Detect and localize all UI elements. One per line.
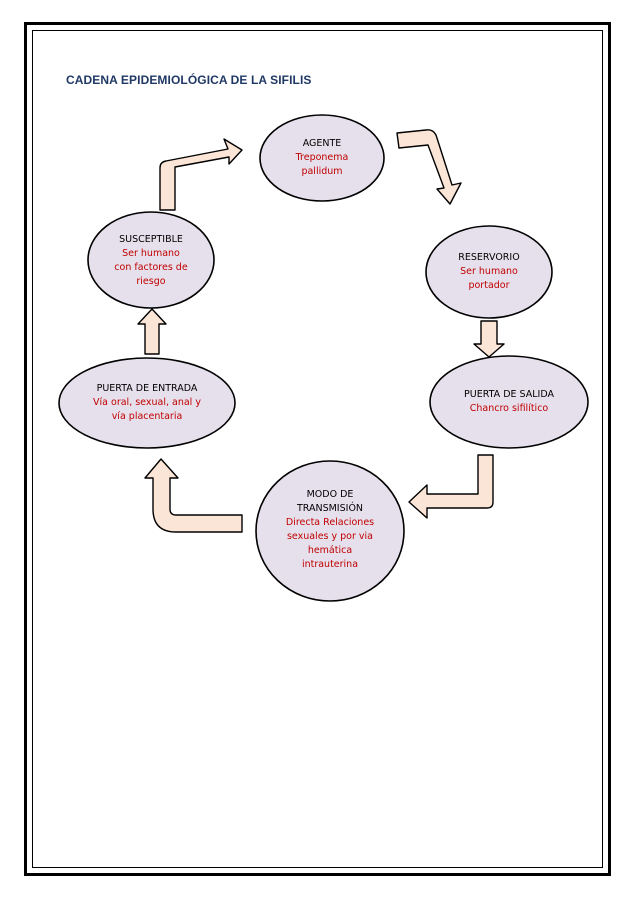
puerta-entrada-label: PUERTA DE ENTRADA xyxy=(96,383,198,394)
arrow-modo-transmision-to-puerta-entrada xyxy=(144,458,243,533)
modo-transmision-node: MODO DE TRANSMISIÓN Directa Relaciones s… xyxy=(260,472,400,588)
agente-description: Treponema pallidum xyxy=(295,152,349,177)
arrow-susceptible-to-agente xyxy=(159,138,243,211)
arrow-reservorio-to-puerta-salida xyxy=(473,320,505,358)
arrow-puerta-entrada-to-susceptible xyxy=(137,308,167,355)
puerta-salida-node-shape xyxy=(429,355,589,449)
susceptible-node-shape xyxy=(87,211,215,309)
reservorio-label: RESERVORIO xyxy=(458,252,520,263)
modo-transmision-label: MODO DE TRANSMISIÓN xyxy=(296,489,364,514)
puerta-salida-node: PUERTA DE SALIDA Chancro sifilítico xyxy=(439,380,579,424)
reservorio-description: Ser humano portador xyxy=(460,266,518,291)
susceptible-label: SUSCEPTIBLE xyxy=(119,234,183,245)
susceptible-node: SUSCEPTIBLE Ser humano con factores de r… xyxy=(91,226,211,296)
agente-node-shape xyxy=(259,114,385,202)
agente-label: AGENTE xyxy=(302,138,342,149)
agente-node: AGENTE Treponema pallidum xyxy=(262,122,382,194)
modo-transmision-node-shape xyxy=(255,460,405,602)
puerta-entrada-node: PUERTA DE ENTRADA Vía oral, sexual, anal… xyxy=(67,374,227,432)
puerta-salida-label: PUERTA DE SALIDA xyxy=(464,389,554,400)
page-border-inner xyxy=(32,30,603,868)
puerta-entrada-node-shape xyxy=(58,357,236,449)
puerta-entrada-description: Vía oral, sexual, anal y vía placentaria xyxy=(93,397,201,422)
page-title: CADENA EPIDEMIOLÓGICA DE LA SIFILIS xyxy=(66,73,312,87)
page-border-outer xyxy=(24,22,611,876)
arrow-agente-to-reservorio xyxy=(396,129,462,205)
puerta-salida-description: Chancro sifilítico xyxy=(469,403,549,414)
susceptible-description: Ser humano con factores de riesgo xyxy=(114,248,188,287)
modo-transmision-description: Directa Relaciones sexuales y por via he… xyxy=(285,517,375,570)
arrow-puerta-salida-to-modo-transmision xyxy=(408,454,494,519)
reservorio-node-shape xyxy=(425,225,553,319)
reservorio-node: RESERVORIO Ser humano portador xyxy=(429,240,549,304)
